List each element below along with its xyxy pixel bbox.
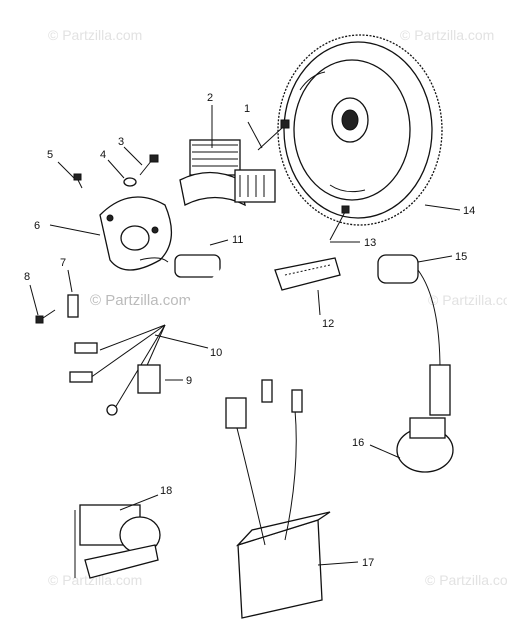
callout-5: 5 [47,149,53,161]
callout-10: 10 [210,347,222,359]
screw [329,205,350,241]
flywheel [277,34,443,226]
screw [139,154,159,176]
callout-8: 8 [24,271,30,283]
callout-18: 18 [160,485,172,497]
watermark: © Partzilla.com [425,572,507,588]
callout-16: 16 [352,437,364,449]
watermark: © Partzilla.com [90,292,191,309]
key [67,294,79,318]
stator-plate [99,196,172,271]
callout-7: 7 [60,257,66,269]
watermark: © Partzilla.com [48,572,142,588]
callout-15: 15 [455,251,467,263]
bolt [257,119,290,151]
callout-14: 14 [463,205,475,217]
washer [123,177,137,187]
screw [73,173,83,189]
rectifier-connector [137,364,161,394]
callout-4: 4 [100,149,106,161]
callout-3: 3 [118,136,124,148]
callout-17: 17 [362,557,374,569]
spark-plug-cap-and-lead [377,254,441,371]
callout-1: 1 [244,103,250,115]
ignition-coil [396,364,454,473]
callout-11: 11 [232,234,243,246]
callout-9: 9 [186,375,192,387]
callout-6: 6 [34,220,40,232]
pulser-coil [274,257,341,291]
cdi-unit [225,379,331,619]
watermark: © Partzilla.com [428,292,507,308]
callout-12: 12 [322,318,334,330]
watermark: © Partzilla.com [400,27,494,43]
wire-harness [69,254,241,416]
watermark: © Partzilla.com [48,27,142,43]
screw [35,309,56,324]
callout-13: 13 [364,237,376,249]
leader-lines [29,105,461,566]
coil-assembly [179,139,276,207]
callout-2: 2 [207,92,213,104]
starter-relay [74,504,161,579]
